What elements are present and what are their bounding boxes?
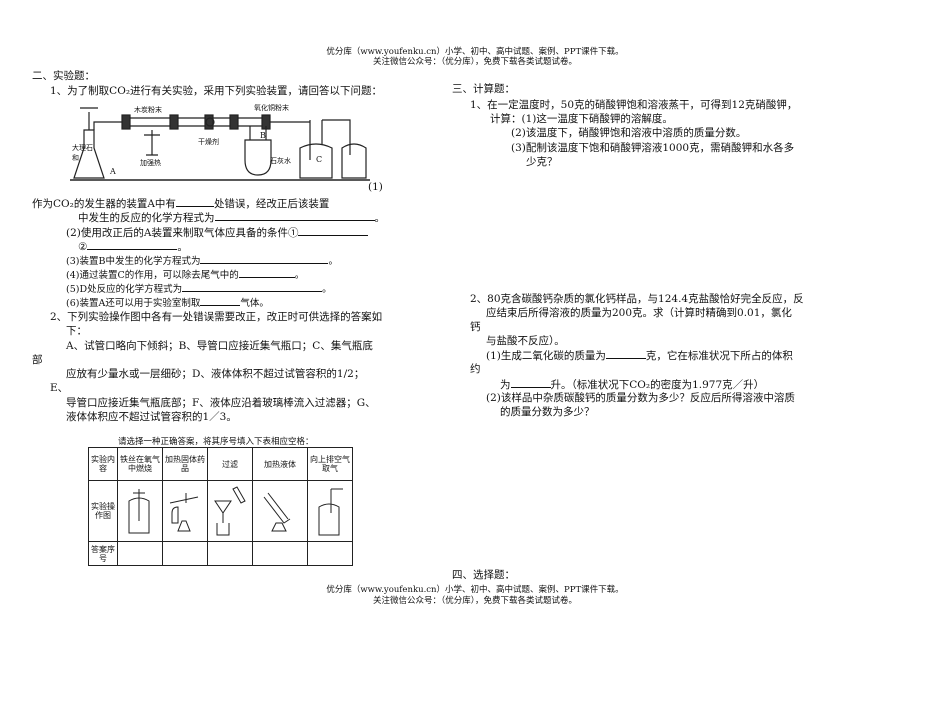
answer-cell[interactable] <box>252 541 308 566</box>
calc2-line5: (1)生成二氧化碳的质量为克，它在标准状况下所占的体积 <box>486 350 793 362</box>
question2-line1: 2、下列实验操作图中各有一处错误需要改正，改正时可供选择的答案如 <box>50 311 383 323</box>
question2-line6: E、 <box>50 382 69 394</box>
calc1-line5: 少克？ <box>526 156 558 168</box>
q1-part6: (6)装置A还可以用于实验室制取气体。 <box>66 295 269 311</box>
calc2-line1: 2、80克含碳酸钙杂质的氯化钙样品，与124.4克盐酸恰好完全反应，反 <box>470 293 804 305</box>
calc2-line3: 钙 <box>470 321 481 333</box>
calc2-line2: 应结束后所得溶液的质量为200克。求（计算时精确到0.01，氯化 <box>486 307 792 319</box>
q1-part4: (4)通过装置C的作用，可以除去尾气中的。 <box>66 267 304 283</box>
table-cell <box>117 480 163 542</box>
calc1-line3: (2)该温度下，硝酸钾饱和溶液中溶质的质量分数。 <box>511 127 747 139</box>
q1-part3: (3)装置B中发生的化学方程式为。 <box>66 253 338 269</box>
answer-table: 实验内容 铁丝在氧气中燃烧 加热固体药品 过滤 加热液体 向上排空气取气 实验操… <box>88 447 353 566</box>
calc1-line1: 1、在一定温度时，50克的硝酸钾饱和溶液蒸干，可得到12克硝酸钾， <box>470 99 798 111</box>
calc2-line9: 的质量分数为多少？ <box>500 406 595 418</box>
table-cell <box>207 480 253 542</box>
answer-cell[interactable] <box>307 541 353 566</box>
answer-cell[interactable] <box>207 541 253 566</box>
limewater-label: 石灰水 <box>270 156 291 165</box>
calc1-line4: (3)配制该温度下饱和硝酸钾溶液1000克，需硝酸钾和水各多 <box>511 142 795 154</box>
page-header-line2: 关注微信公众号：（优分库），免费下载各类试题试卷。 <box>372 57 577 67</box>
iron-wire-burning-icon <box>128 488 150 533</box>
calc2-line6: 约 <box>470 363 481 375</box>
page-footer-line1: 优分库（www.youfenku.cn）小学、初中、高中试题、案例、PPT课件下… <box>326 585 624 595</box>
calculation-section-title: 三、计算题： <box>452 83 515 95</box>
experiment-section-title: 二、实验题： <box>32 70 95 82</box>
answer-cell[interactable] <box>162 541 208 566</box>
q1-part1-number: (1) <box>368 181 383 193</box>
q1-part1-line2: 中发生的反应的化学方程式为。 <box>78 212 385 224</box>
q1-part1-line1: 作为CO₂的发生器的装置A中有处错误，经改正后该装置 <box>32 198 330 210</box>
heating-label: 加强热 <box>140 158 161 167</box>
label-c: C <box>316 155 322 164</box>
table-cell <box>252 480 308 542</box>
table-column-header: 过滤 <box>207 447 253 481</box>
table-column-header: 铁丝在氧气中燃烧 <box>117 447 163 481</box>
question2-line3: A、试管口略向下倾斜；B、导管口应接近集气瓶口；C、集气瓶底 <box>66 340 373 352</box>
table-row-header: 实验操作图 <box>88 480 118 542</box>
wood-charcoal-label: 木炭粉末 <box>134 105 162 114</box>
label-a: A <box>109 167 116 176</box>
question2-line5: 应放有少量水或一层细砂；D、液体体积不超过试管容积的1/2； <box>66 368 365 380</box>
choice-section-title: 四、选择题： <box>452 569 515 581</box>
table-row-header: 实验内容 <box>88 447 118 481</box>
page-footer-line2: 关注微信公众号：（优分库），免费下载各类试题试卷。 <box>372 596 577 606</box>
marble-label: 大理石 <box>72 143 93 152</box>
table-column-header: 向上排空气取气 <box>307 447 353 481</box>
heating-liquid-icon <box>263 492 291 531</box>
drying-tube-label: 干燥剂 <box>198 137 219 146</box>
acid-label: 和 <box>72 153 79 162</box>
table-column-header: 加热固体药品 <box>162 447 208 481</box>
calc2-line7: 为升。（标准状况下CO₂的密度为1.977克／升） <box>500 379 765 391</box>
table-cell <box>162 480 208 542</box>
gas-collection-icon <box>318 488 343 535</box>
q1-part5: (5)D处反应的化学方程式为。 <box>66 281 332 297</box>
label-b: B <box>260 131 266 140</box>
calc2-line8: (2)该样品中杂质碳酸钙的质量分数为多少？反应后所得溶液中溶质 <box>486 392 795 404</box>
table-column-header: 加热液体 <box>252 447 308 481</box>
copper-oxide-label: 氧化铜粉末 <box>254 103 289 112</box>
heating-solid-icon <box>169 492 199 531</box>
table-row-header: 答案序号 <box>88 541 118 566</box>
question2-line7: 导管口应接近集气瓶底部；F、液体应沿着玻璃棒流入过滤器；G、 <box>66 397 376 409</box>
question2-line4: 部 <box>32 354 43 366</box>
calc1-line2: 计算：(1)这一温度下硝酸钾的溶解度。 <box>490 113 673 125</box>
question2-line8: 液体体积应不超过试管容积的1／3。 <box>66 411 237 423</box>
q1-part2-line2: ②。 <box>78 241 188 253</box>
table-cell <box>307 480 353 542</box>
apparatus-diagram: 木炭粉末 氧化铜粉末 大理石 和 加强热 干燥剂 石灰水 A B C <box>70 103 370 181</box>
calc2-line4: 与盐酸不反应）。 <box>486 335 565 347</box>
page-header-line1: 优分库（www.youfenku.cn）小学、初中、高中试题、案例、PPT课件下… <box>326 47 624 57</box>
table-caption: 请选择一种正确答案，将其序号填入下表相应空格： <box>118 437 314 447</box>
question1-intro: 1、为了制取CO₂进行有关实验，采用下列实验装置，请回答以下问题： <box>50 85 383 97</box>
q1-part2-line1: (2)使用改正后的A装置来制取气体应具备的条件① <box>66 225 369 240</box>
filtration-icon <box>214 485 246 535</box>
answer-cell[interactable] <box>117 541 163 566</box>
question2-line2: 下： <box>66 325 87 337</box>
